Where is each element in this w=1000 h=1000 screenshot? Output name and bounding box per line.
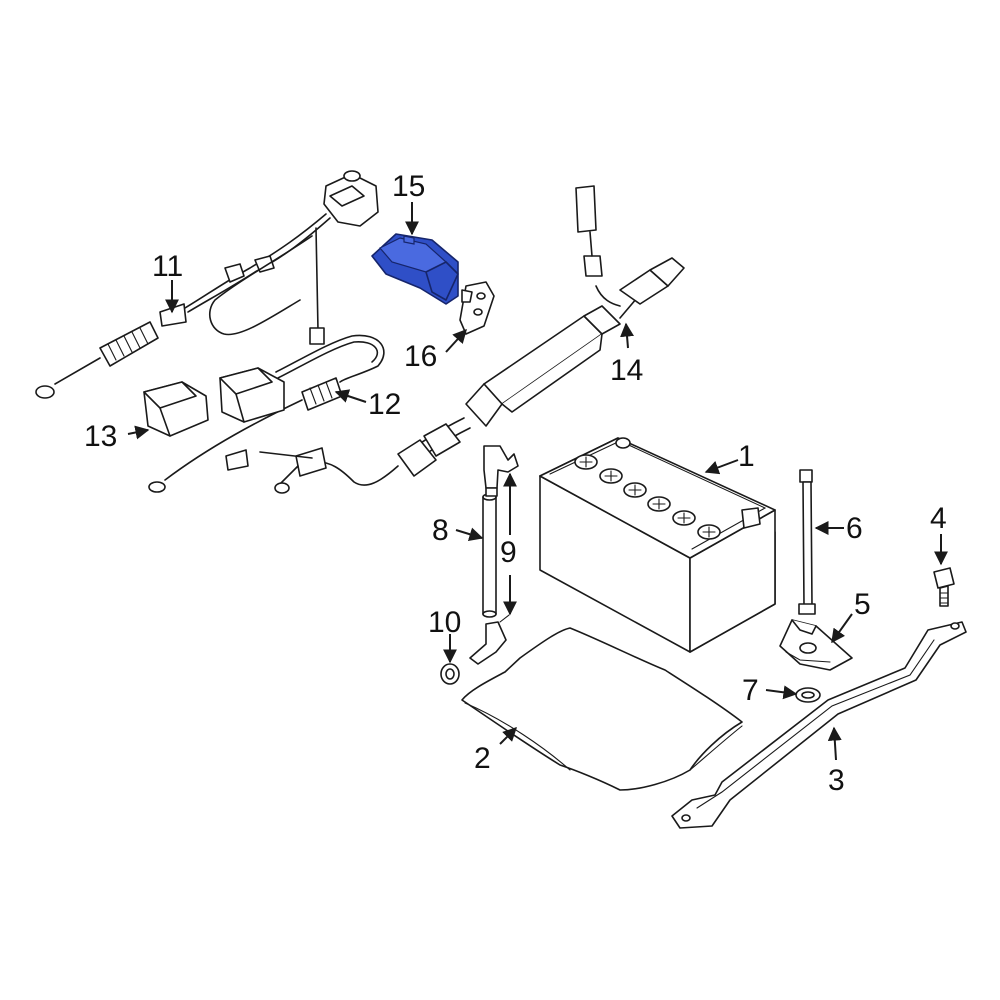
part-6-hold-down-rod [798, 469, 816, 615]
leader-12 [334, 389, 367, 403]
callout-12: 12 [368, 388, 401, 421]
callout-5: 5 [854, 588, 871, 621]
callout-1: 1 [738, 440, 755, 473]
part-8-vent-tube [482, 493, 497, 618]
leader-8 [455, 527, 484, 541]
leader-7 [765, 685, 798, 700]
part-7-washer [795, 687, 821, 703]
callout-7: 7 [742, 674, 759, 707]
leader-5 [831, 613, 853, 644]
callout-6: 6 [846, 512, 863, 545]
leader-3 [827, 726, 842, 761]
part-12-ground-cable [148, 334, 385, 493]
leader-1 [704, 459, 739, 475]
callout-3: 3 [828, 764, 845, 797]
part-1-battery [539, 437, 776, 653]
callout-14: 14 [610, 354, 643, 387]
callout-15: 15 [392, 170, 425, 203]
leader-16 [445, 328, 467, 353]
part-10-grommet [440, 663, 460, 685]
part-3-hold-down-bracket [671, 621, 967, 829]
leader-2 [499, 727, 517, 745]
part-14-positive-cable [225, 185, 685, 494]
leader-lines [127, 202, 948, 761]
callout-4: 4 [930, 502, 947, 535]
callout-11: 11 [152, 250, 183, 283]
callout-9: 9 [500, 536, 517, 569]
part-11-battery-cable [35, 170, 379, 399]
callout-8: 8 [432, 514, 449, 547]
callout-10: 10 [428, 606, 461, 639]
callout-16: 16 [404, 340, 437, 373]
callout-labels: 1 2 3 4 5 6 7 8 9 10 11 12 13 14 15 16 [84, 170, 947, 797]
leader-14 [620, 322, 635, 349]
callout-2: 2 [474, 742, 491, 775]
leader-13 [127, 425, 150, 440]
part-11-cable-boot [99, 321, 159, 367]
part-2-battery-tray-mat [461, 627, 743, 791]
part-16-clip [459, 281, 495, 335]
battery-terminal-posts [574, 437, 761, 540]
part-4-bolt [933, 567, 955, 607]
part-9-vent-elbow [469, 445, 519, 665]
part-5-clamp [779, 619, 853, 671]
part-15-terminal-cover-highlighted [371, 233, 459, 305]
callout-13: 13 [84, 420, 117, 453]
part-13-terminal-covers [143, 367, 285, 437]
